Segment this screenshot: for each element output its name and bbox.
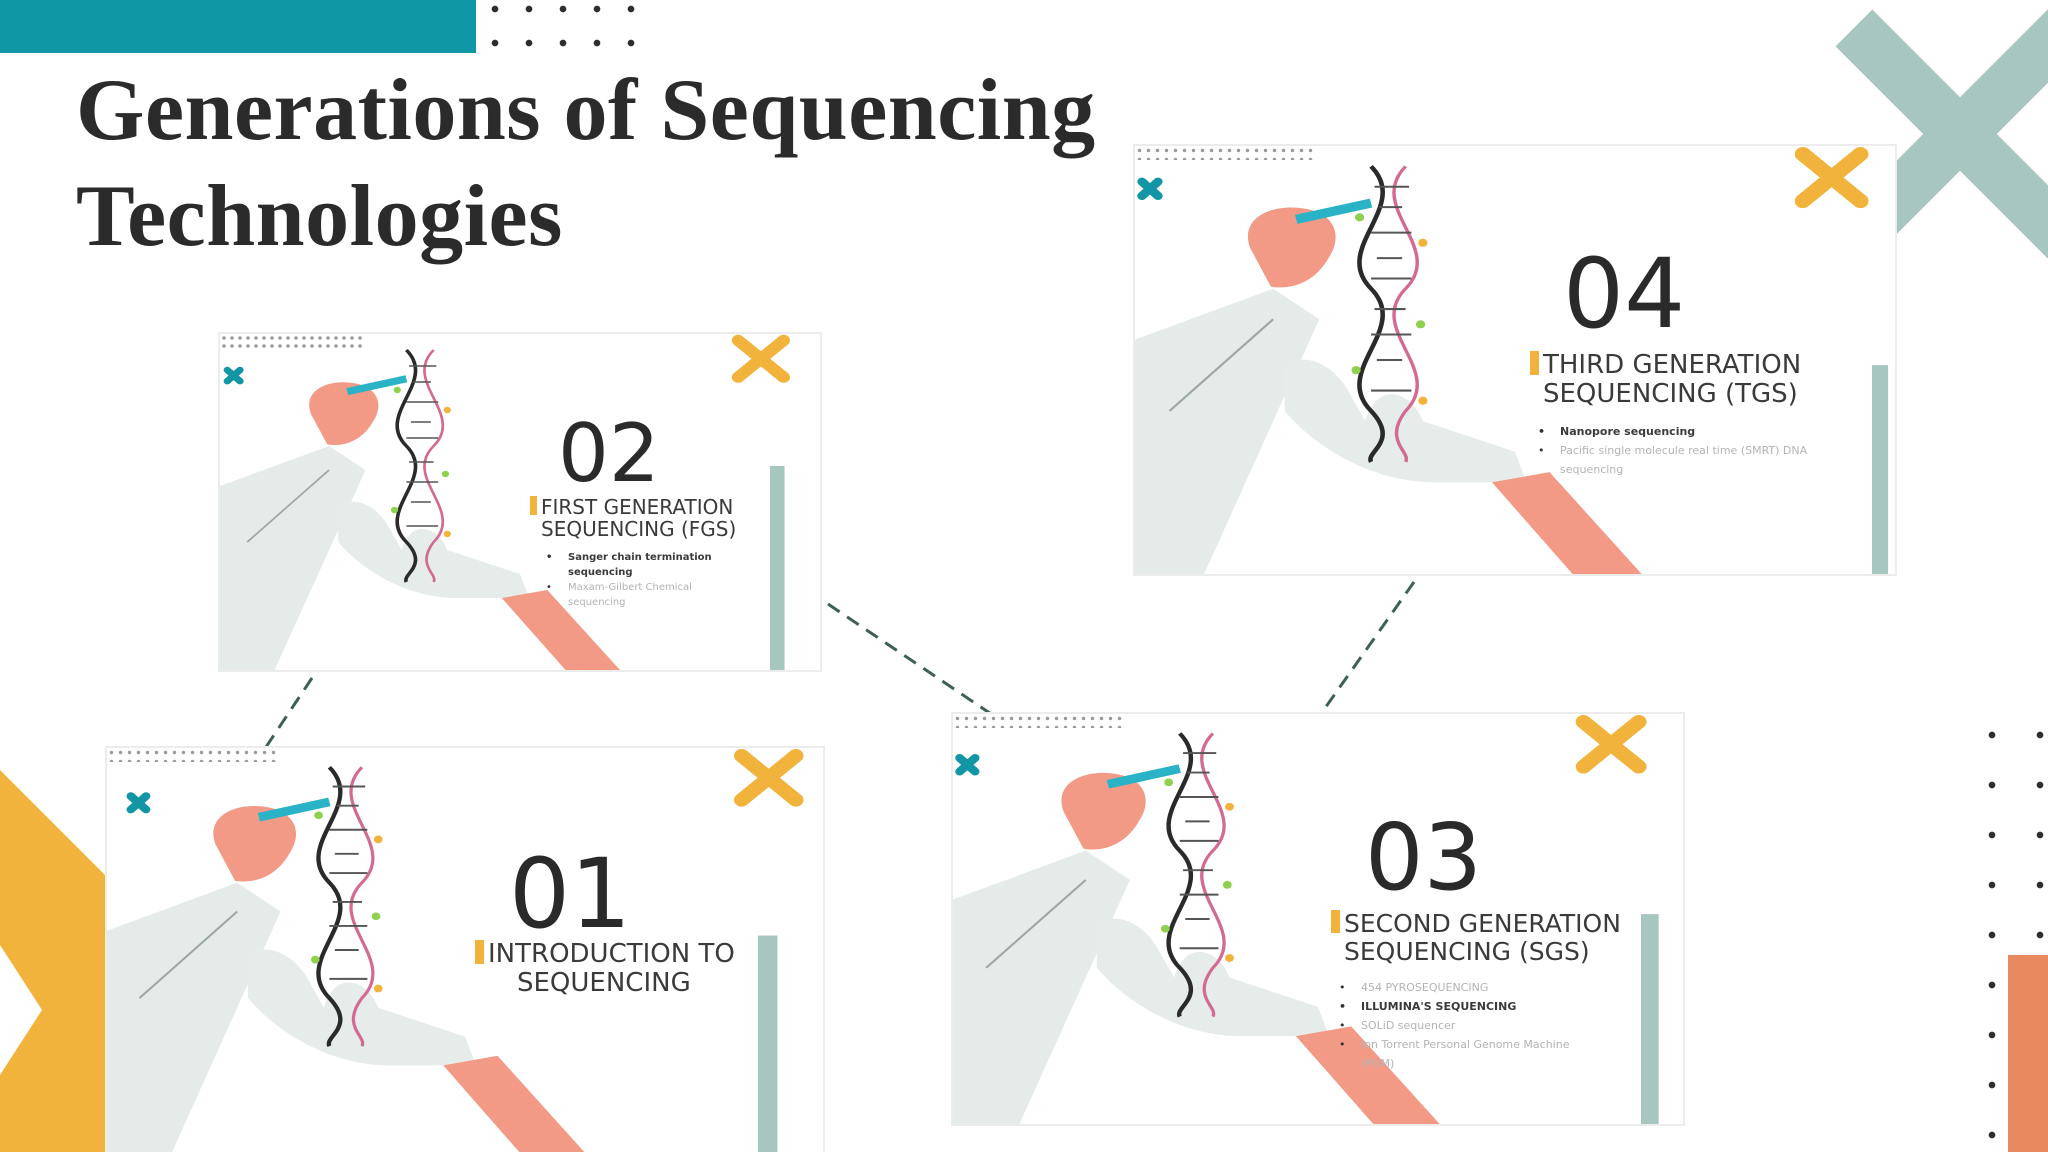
bullet-item: ILLUMINA'S SEQUENCING (1339, 997, 1581, 1016)
card-heading: SECOND GENERATION SEQUENCING (SGS) (1331, 910, 1621, 966)
card-dot-row (953, 714, 1125, 728)
bullet-item: SOLiD sequencer (1339, 1016, 1581, 1035)
top-accent-bar (0, 0, 476, 53)
dna-hands-illustration (220, 334, 790, 670)
bullet-item: Sanger chain termination sequencing (546, 550, 728, 580)
bullet-item: Maxam-Gilbert Chemical sequencing (546, 580, 728, 610)
card-number: 03 (1365, 804, 1483, 911)
bullet-item: Nanopore sequencing (1538, 422, 1810, 441)
card-heading: THIRD GENERATION SEQUENCING (TGS) (1530, 350, 1801, 409)
dna-hands-illustration (953, 714, 1659, 1124)
card-heading: INTRODUCTION TO SEQUENCING (475, 939, 735, 998)
card-number: 04 (1563, 238, 1686, 350)
orange-accent-bar (2008, 955, 2048, 1152)
card-02-first-generation: 02 FIRST GENERATION SEQUENCING (FGS) San… (220, 334, 820, 670)
card-04-third-generation: 04 THIRD GENERATION SEQUENCING (TGS) Nan… (1135, 146, 1895, 574)
title-line-1: Generations of Sequencing (76, 62, 1096, 159)
card-dot-row (107, 748, 277, 762)
card-bullet-list: Nanopore sequencing Pacific single molec… (1538, 422, 1810, 479)
dot-pattern-top (478, 0, 648, 52)
card-dot-row (1135, 146, 1315, 160)
dna-hands-illustration (107, 748, 804, 1152)
page-title: Generations of Sequencing Technologies (76, 58, 1096, 270)
dna-hands-illustration (1135, 147, 1889, 574)
yellow-chevron-shape (0, 770, 110, 1152)
card-number: 02 (558, 407, 660, 500)
bullet-item: Pacific single molecule real time (SMRT)… (1538, 441, 1810, 479)
card-01-introduction: 01 INTRODUCTION TO SEQUENCING (107, 748, 823, 1152)
bullet-item: 454 PYROSEQUENCING (1339, 978, 1581, 997)
card-number: 01 (509, 838, 632, 950)
card-heading: FIRST GENERATION SEQUENCING (FGS) (530, 496, 736, 541)
card-bullet-list: 454 PYROSEQUENCING ILLUMINA'S SEQUENCING… (1339, 978, 1581, 1073)
card-dot-row (220, 334, 362, 348)
title-line-2: Technologies (76, 168, 563, 265)
card-03-second-generation: 03 SECOND GENERATION SEQUENCING (SGS) 45… (953, 714, 1683, 1124)
bullet-item: Ion Torrent Personal Genome Machine (PGM… (1339, 1035, 1581, 1073)
card-bullet-list: Sanger chain termination sequencing Maxa… (546, 550, 728, 610)
